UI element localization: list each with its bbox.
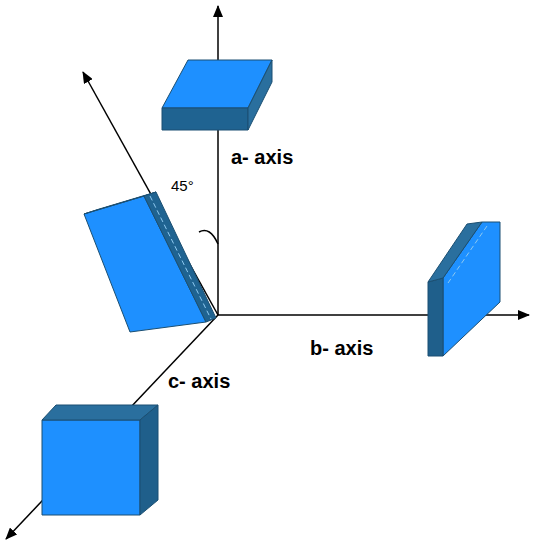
a-axis-crystal (162, 60, 272, 130)
c-axis-line (6, 315, 218, 539)
angle-arc (199, 231, 218, 245)
tilted-crystal (84, 192, 216, 332)
angle-label: 45° (171, 178, 194, 195)
axis-label: b- axis (310, 337, 373, 359)
axis-label: c- axis (168, 370, 230, 392)
axis-label: a- axis (231, 146, 293, 168)
c-axis-crystal (42, 405, 158, 515)
b-axis-crystal (428, 222, 500, 356)
a-axis-line (217, 6, 219, 315)
